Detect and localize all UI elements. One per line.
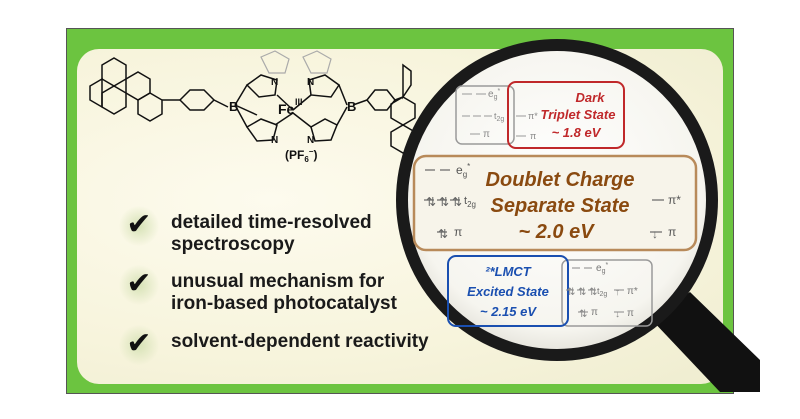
- boron-label-left: B: [229, 99, 238, 114]
- bullet-text: solvent-dependent reactivity: [171, 331, 429, 352]
- lmct-state-energy: ~ 2.15 eV: [480, 304, 537, 319]
- t2g-label: t2g: [494, 111, 504, 123]
- boron-label-right: B: [347, 99, 356, 114]
- lmct-state-box: [447, 255, 569, 327]
- svg-text:N: N: [307, 135, 314, 146]
- pi-label: π: [627, 308, 634, 319]
- svg-text:↑: ↑: [615, 287, 620, 298]
- doublet-state-subtitle: Separate State: [491, 195, 630, 217]
- t2g-label: t2g: [597, 286, 607, 298]
- lmct-orbital-box: [561, 259, 653, 327]
- svg-text:⇅: ⇅: [589, 287, 597, 298]
- pi-star-label: π*: [528, 111, 538, 121]
- dark-state-subtitle: Triplet State: [541, 107, 616, 122]
- iron-label: Fe: [278, 101, 295, 117]
- pi-label: π: [591, 307, 598, 318]
- svg-text:N: N: [307, 77, 314, 88]
- svg-text:⇅: ⇅: [439, 195, 449, 209]
- doublet-state-box: [412, 154, 698, 252]
- svg-text:N: N: [271, 135, 278, 146]
- lmct-state-title: ²*LMCT: [485, 264, 532, 279]
- imidazole-ring: [245, 74, 278, 98]
- t2g-label: t2g: [464, 195, 476, 209]
- molecule-structure: B B Fe III N N N N (PF6−): [89, 50, 416, 164]
- bullet-spectroscopy: ✔ detailed time-resolved spectroscopy: [119, 206, 372, 256]
- doublet-state-title: Doublet Charge: [486, 169, 635, 191]
- eg-label: eg*: [456, 162, 470, 179]
- svg-text:↓: ↓: [615, 309, 620, 320]
- checkmark-icon: ✔: [119, 265, 159, 305]
- checkmark-icon: ✔: [119, 206, 159, 246]
- pi-label: π: [668, 225, 676, 239]
- bullet-reactivity: ✔ solvent-dependent reactivity: [119, 325, 429, 365]
- svg-text:⇅: ⇅: [452, 195, 462, 209]
- doublet-state-energy: ~ 2.0 eV: [518, 221, 595, 243]
- svg-text:⇅: ⇅: [579, 309, 587, 320]
- svg-text:⇅: ⇅: [567, 287, 575, 298]
- oxidation-state: III: [295, 97, 303, 107]
- pi-label: π: [454, 225, 462, 239]
- eg-label: eg*: [488, 88, 500, 101]
- imidazole-ring: [308, 74, 341, 98]
- dark-state-title: Dark: [576, 90, 606, 105]
- imidazole-ring: [245, 118, 278, 142]
- counterion-label: (PF6−): [285, 147, 317, 164]
- svg-text:⇅: ⇅: [438, 227, 448, 241]
- dark-state-box: [507, 81, 625, 149]
- pi-label: π: [530, 131, 536, 141]
- pi-label: π: [483, 129, 490, 140]
- bullet-mechanism: ✔ unusual mechanism for iron-based photo…: [119, 265, 397, 315]
- eg-label: eg*: [596, 262, 608, 275]
- pi-star-label: π*: [668, 193, 681, 207]
- pi-star-label: π*: [627, 286, 638, 297]
- magnifier-handle: [650, 292, 760, 392]
- bullet-text: unusual mechanism for iron-based photoca…: [171, 271, 397, 314]
- checkmark-icon: ✔: [119, 325, 159, 365]
- lmct-state-subtitle: Excited State: [467, 284, 549, 299]
- dark-state-orbital-box: [455, 85, 515, 145]
- bullet-text: detailed time-resolved spectroscopy: [171, 212, 372, 255]
- svg-text:N: N: [271, 77, 278, 88]
- svg-text:↓: ↓: [652, 227, 658, 241]
- svg-text:⇅: ⇅: [426, 195, 436, 209]
- dark-state-energy: ~ 1.8 eV: [552, 125, 602, 140]
- imidazole-ring: [310, 118, 338, 142]
- svg-text:⇅: ⇅: [578, 287, 586, 298]
